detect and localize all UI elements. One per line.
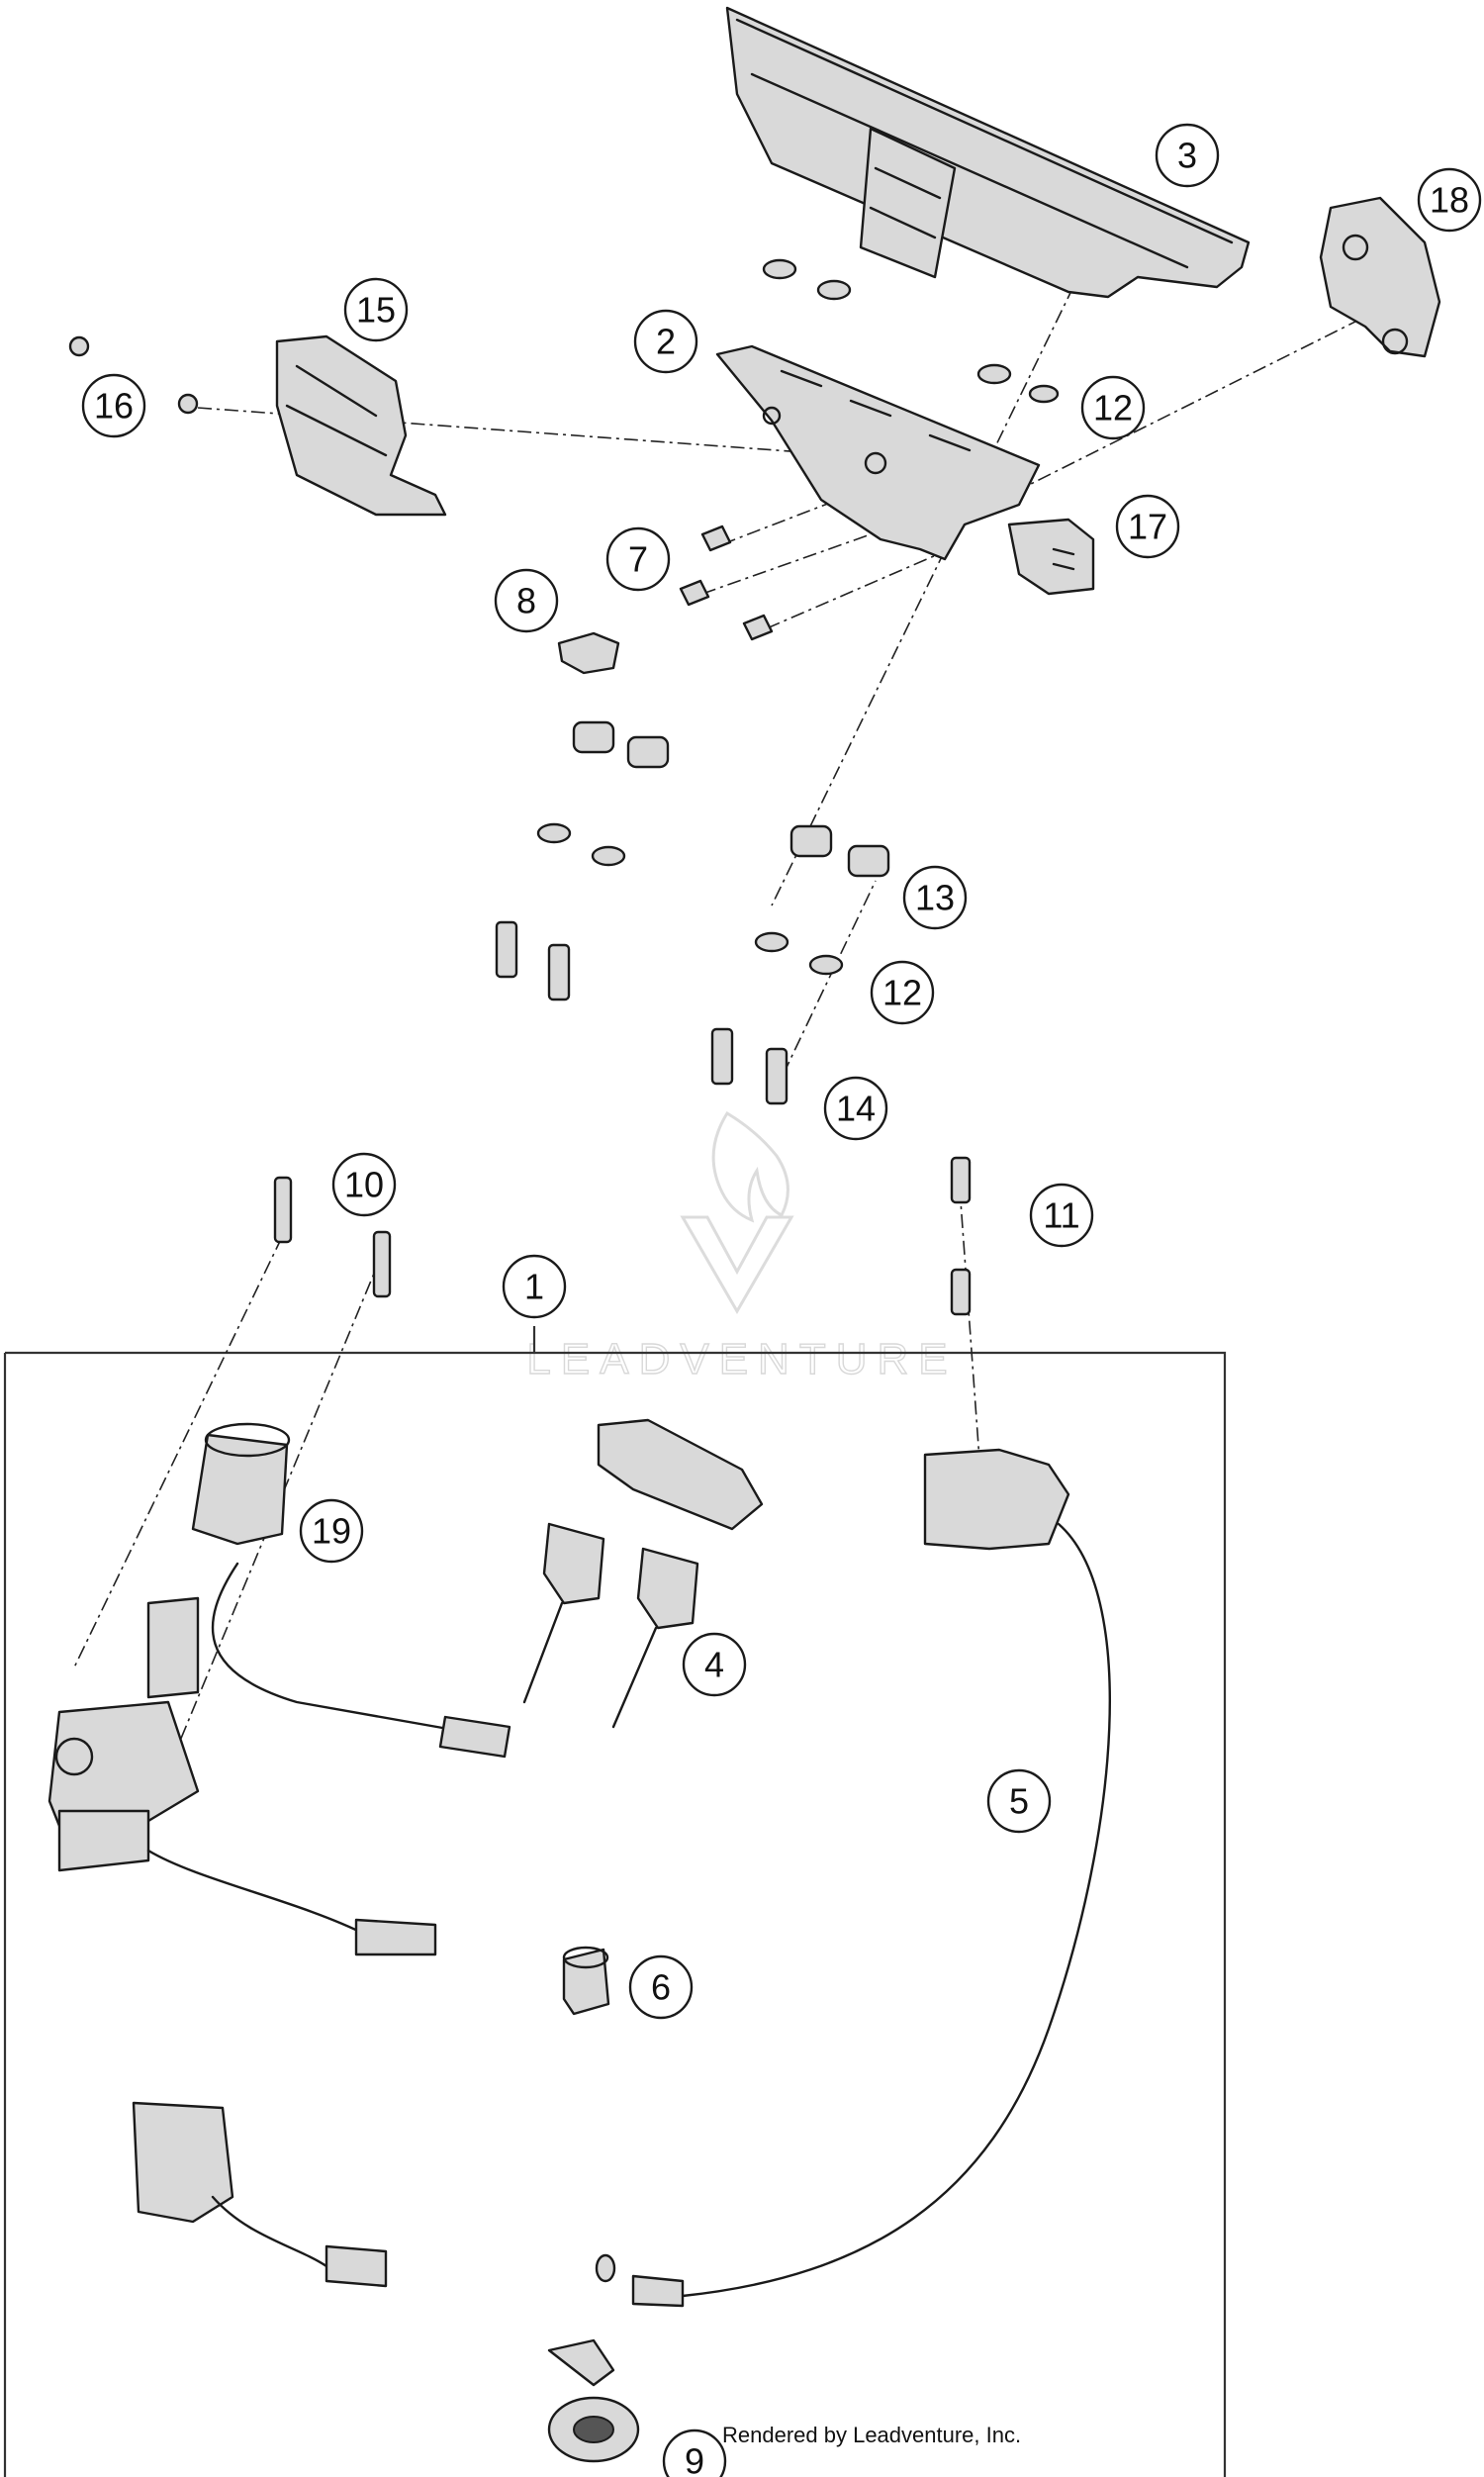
svg-text:13: 13 — [915, 878, 955, 918]
callout-6: 6 — [628, 1954, 694, 2020]
watermark: LEADVENTURE — [526, 1110, 957, 1384]
svg-text:11: 11 — [1043, 1195, 1079, 1236]
callout-8: 8 — [494, 568, 559, 633]
part-12-washers — [536, 822, 844, 976]
part-3-instrument-cluster — [725, 6, 1251, 299]
svg-text:12: 12 — [882, 973, 922, 1013]
callout-15: 15 — [343, 277, 409, 342]
callout-12-upper: 12 — [1080, 375, 1146, 440]
leader-lines — [73, 261, 1386, 1782]
callout-10: 10 — [331, 1152, 397, 1217]
part-9-socket — [547, 2338, 640, 2463]
assembly-frame — [5, 1351, 1227, 2477]
callout-17: 17 — [1115, 494, 1180, 559]
callout-12-lower: 12 — [870, 960, 935, 1025]
part-8-clip — [557, 631, 620, 675]
relay-module — [132, 2101, 388, 2288]
svg-text:4: 4 — [704, 1645, 724, 1685]
callout-18: 18 — [1417, 167, 1482, 233]
callouts: 1 2 3 4 5 6 7 8 — [81, 123, 1482, 2477]
callout-13: 13 — [902, 865, 968, 930]
svg-text:1: 1 — [524, 1267, 544, 1307]
part-7-screws — [679, 524, 774, 641]
part-17-usb-socket — [1007, 518, 1095, 596]
svg-text:16: 16 — [94, 386, 134, 427]
callout-19: 19 — [299, 1498, 364, 1564]
svg-text:7: 7 — [628, 539, 648, 580]
part-5-sensor-cable — [595, 1448, 1111, 2308]
part-1-ignition-assembly — [47, 1596, 437, 1956]
callout-9: 9 — [662, 2429, 727, 2477]
credit-text: Rendered by Leadventure, Inc. — [722, 2423, 1022, 2447]
svg-text:9: 9 — [685, 2441, 704, 2477]
part-19-ignition-lock — [191, 1422, 511, 1759]
watermark-flame-icon — [711, 1110, 789, 1223]
svg-text:12: 12 — [1093, 388, 1133, 429]
part-16-screw — [68, 335, 199, 415]
svg-text:18: 18 — [1430, 180, 1469, 221]
part-10-screws — [273, 1176, 392, 1298]
callout-7: 7 — [605, 526, 671, 592]
callout-4: 4 — [682, 1632, 747, 1697]
callout-5: 5 — [986, 1768, 1052, 1834]
part-18-clamp — [1319, 196, 1441, 358]
svg-text:14: 14 — [836, 1089, 876, 1129]
part-6-cap — [562, 1946, 610, 2016]
svg-text:6: 6 — [651, 1967, 671, 2008]
watermark-text: LEADVENTURE — [526, 1335, 957, 1383]
watermark-v-icon — [680, 1215, 794, 1314]
svg-text:10: 10 — [344, 1165, 384, 1205]
part-13-dampers — [572, 720, 890, 878]
callout-14: 14 — [823, 1076, 888, 1141]
grommets-upper — [762, 258, 1060, 404]
callout-16: 16 — [81, 373, 146, 438]
callout-11: 11 — [1029, 1183, 1094, 1248]
svg-text:2: 2 — [656, 322, 676, 362]
svg-text:8: 8 — [516, 581, 536, 621]
part-14-bolts — [495, 920, 788, 1105]
part-11-screws — [950, 1156, 972, 1316]
svg-text:17: 17 — [1128, 507, 1167, 547]
callout-3: 3 — [1155, 123, 1220, 188]
svg-text:19: 19 — [312, 1511, 351, 1552]
part-2-bracket — [715, 344, 1041, 561]
callout-2: 2 — [633, 309, 698, 374]
part-4-keys — [522, 1418, 764, 1729]
svg-text:15: 15 — [356, 290, 396, 331]
callout-1: 1 — [502, 1254, 567, 1319]
svg-text:5: 5 — [1009, 1781, 1029, 1822]
part-15-cover — [275, 334, 447, 517]
svg-text:3: 3 — [1177, 136, 1197, 176]
